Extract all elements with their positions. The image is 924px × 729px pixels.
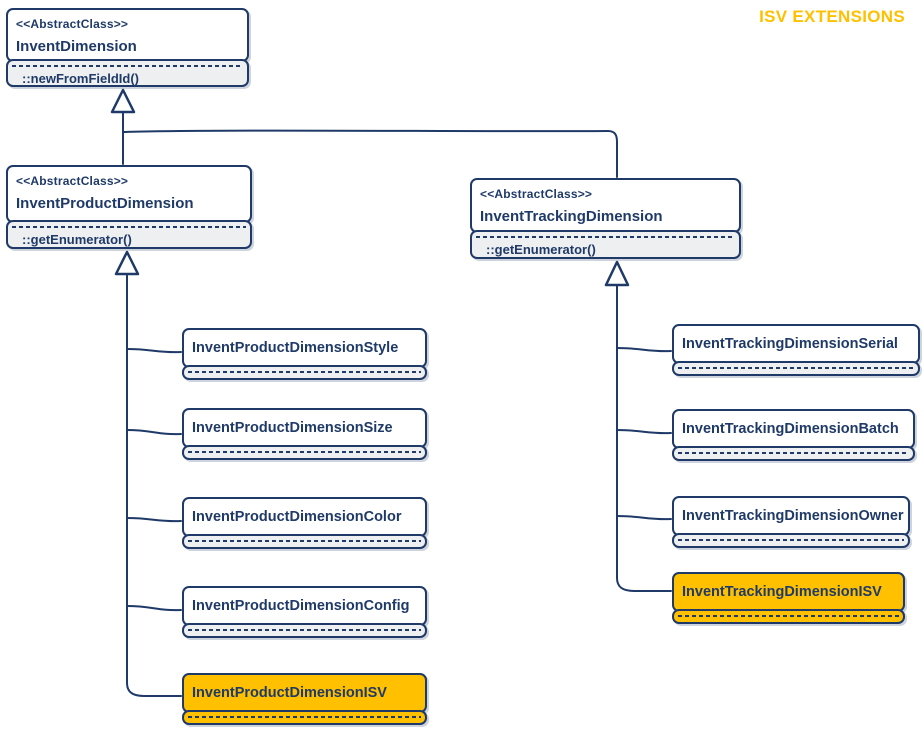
method-label: ::getEnumerator(): [486, 242, 596, 257]
class-box-invent-dimension: <<AbstractClass>> InventDimension ::newF…: [6, 8, 249, 87]
section-divider: [678, 615, 899, 617]
method-label: ::newFromFieldId(): [22, 71, 139, 86]
section-divider: [476, 236, 735, 238]
class-box-invent-product-dimension-size: InventProductDimensionSize: [182, 408, 427, 460]
generalization-arrow-product: [114, 250, 140, 276]
class-name: InventProductDimensionConfig: [182, 586, 427, 626]
section-divider: [188, 540, 421, 542]
right-branch-serial: [616, 347, 672, 353]
section-divider: [12, 226, 246, 228]
class-name: InventTrackingDimensionISV: [672, 572, 905, 612]
section-divider: [188, 716, 421, 718]
left-branch-config: [126, 605, 182, 612]
class-box-invent-tracking-dimension-isv: InventTrackingDimensionISV: [672, 572, 905, 624]
class-box-invent-product-dimension-color: InventProductDimensionColor: [182, 497, 427, 549]
class-box-invent-tracking-dimension: <<AbstractClass>> InventTrackingDimensio…: [470, 178, 741, 259]
generalization-arrow-inventdimension: [110, 88, 136, 114]
generalization-arrow-tracking: [604, 260, 630, 287]
section-divider: [678, 539, 904, 541]
section-divider: [678, 452, 909, 454]
class-name: InventTrackingDimensionSerial: [672, 324, 920, 364]
left-branch-color: [126, 517, 182, 523]
isv-extensions-label: ISV EXTENSIONS: [759, 7, 905, 26]
class-box-invent-product-dimension: <<AbstractClass>> InventProductDimension…: [6, 165, 252, 249]
class-name: InventProductDimension: [16, 195, 194, 212]
stereotype-label: <<AbstractClass>>: [16, 17, 129, 31]
class-box-invent-tracking-dimension-serial: InventTrackingDimensionSerial: [672, 324, 920, 376]
class-name: InventProductDimensionColor: [182, 497, 427, 537]
left-branch-style: [126, 348, 182, 354]
method-label: ::getEnumerator(): [22, 232, 132, 247]
connector-inventdimension-tracking: [122, 129, 618, 178]
section-divider: [678, 367, 914, 369]
class-box-invent-tracking-dimension-batch: InventTrackingDimensionBatch: [672, 409, 915, 461]
stereotype-label: <<AbstractClass>>: [480, 187, 593, 201]
class-name: InventTrackingDimensionOwner: [672, 496, 910, 536]
left-branch-size: [126, 429, 182, 436]
stereotype-label: <<AbstractClass>>: [16, 174, 129, 188]
class-name: InventTrackingDimension: [480, 208, 663, 225]
class-box-invent-product-dimension-isv: InventProductDimensionISV: [182, 673, 427, 725]
class-name: InventTrackingDimensionBatch: [672, 409, 915, 449]
class-name: InventProductDimensionISV: [182, 673, 427, 713]
class-name: InventProductDimensionSize: [182, 408, 427, 448]
class-box-invent-product-dimension-style: InventProductDimensionStyle: [182, 328, 427, 380]
class-name: InventDimension: [16, 38, 137, 55]
right-branch-owner: [616, 515, 672, 521]
section-divider: [188, 371, 421, 373]
right-branch-batch: [616, 429, 672, 435]
section-divider: [12, 65, 243, 67]
section-divider: [188, 451, 421, 453]
left-trunk: [126, 274, 182, 697]
class-name: InventProductDimensionStyle: [182, 328, 427, 368]
class-box-invent-product-dimension-config: InventProductDimensionConfig: [182, 586, 427, 638]
class-box-invent-tracking-dimension-owner: InventTrackingDimensionOwner: [672, 496, 910, 548]
section-divider: [188, 629, 421, 631]
right-trunk: [616, 285, 672, 592]
